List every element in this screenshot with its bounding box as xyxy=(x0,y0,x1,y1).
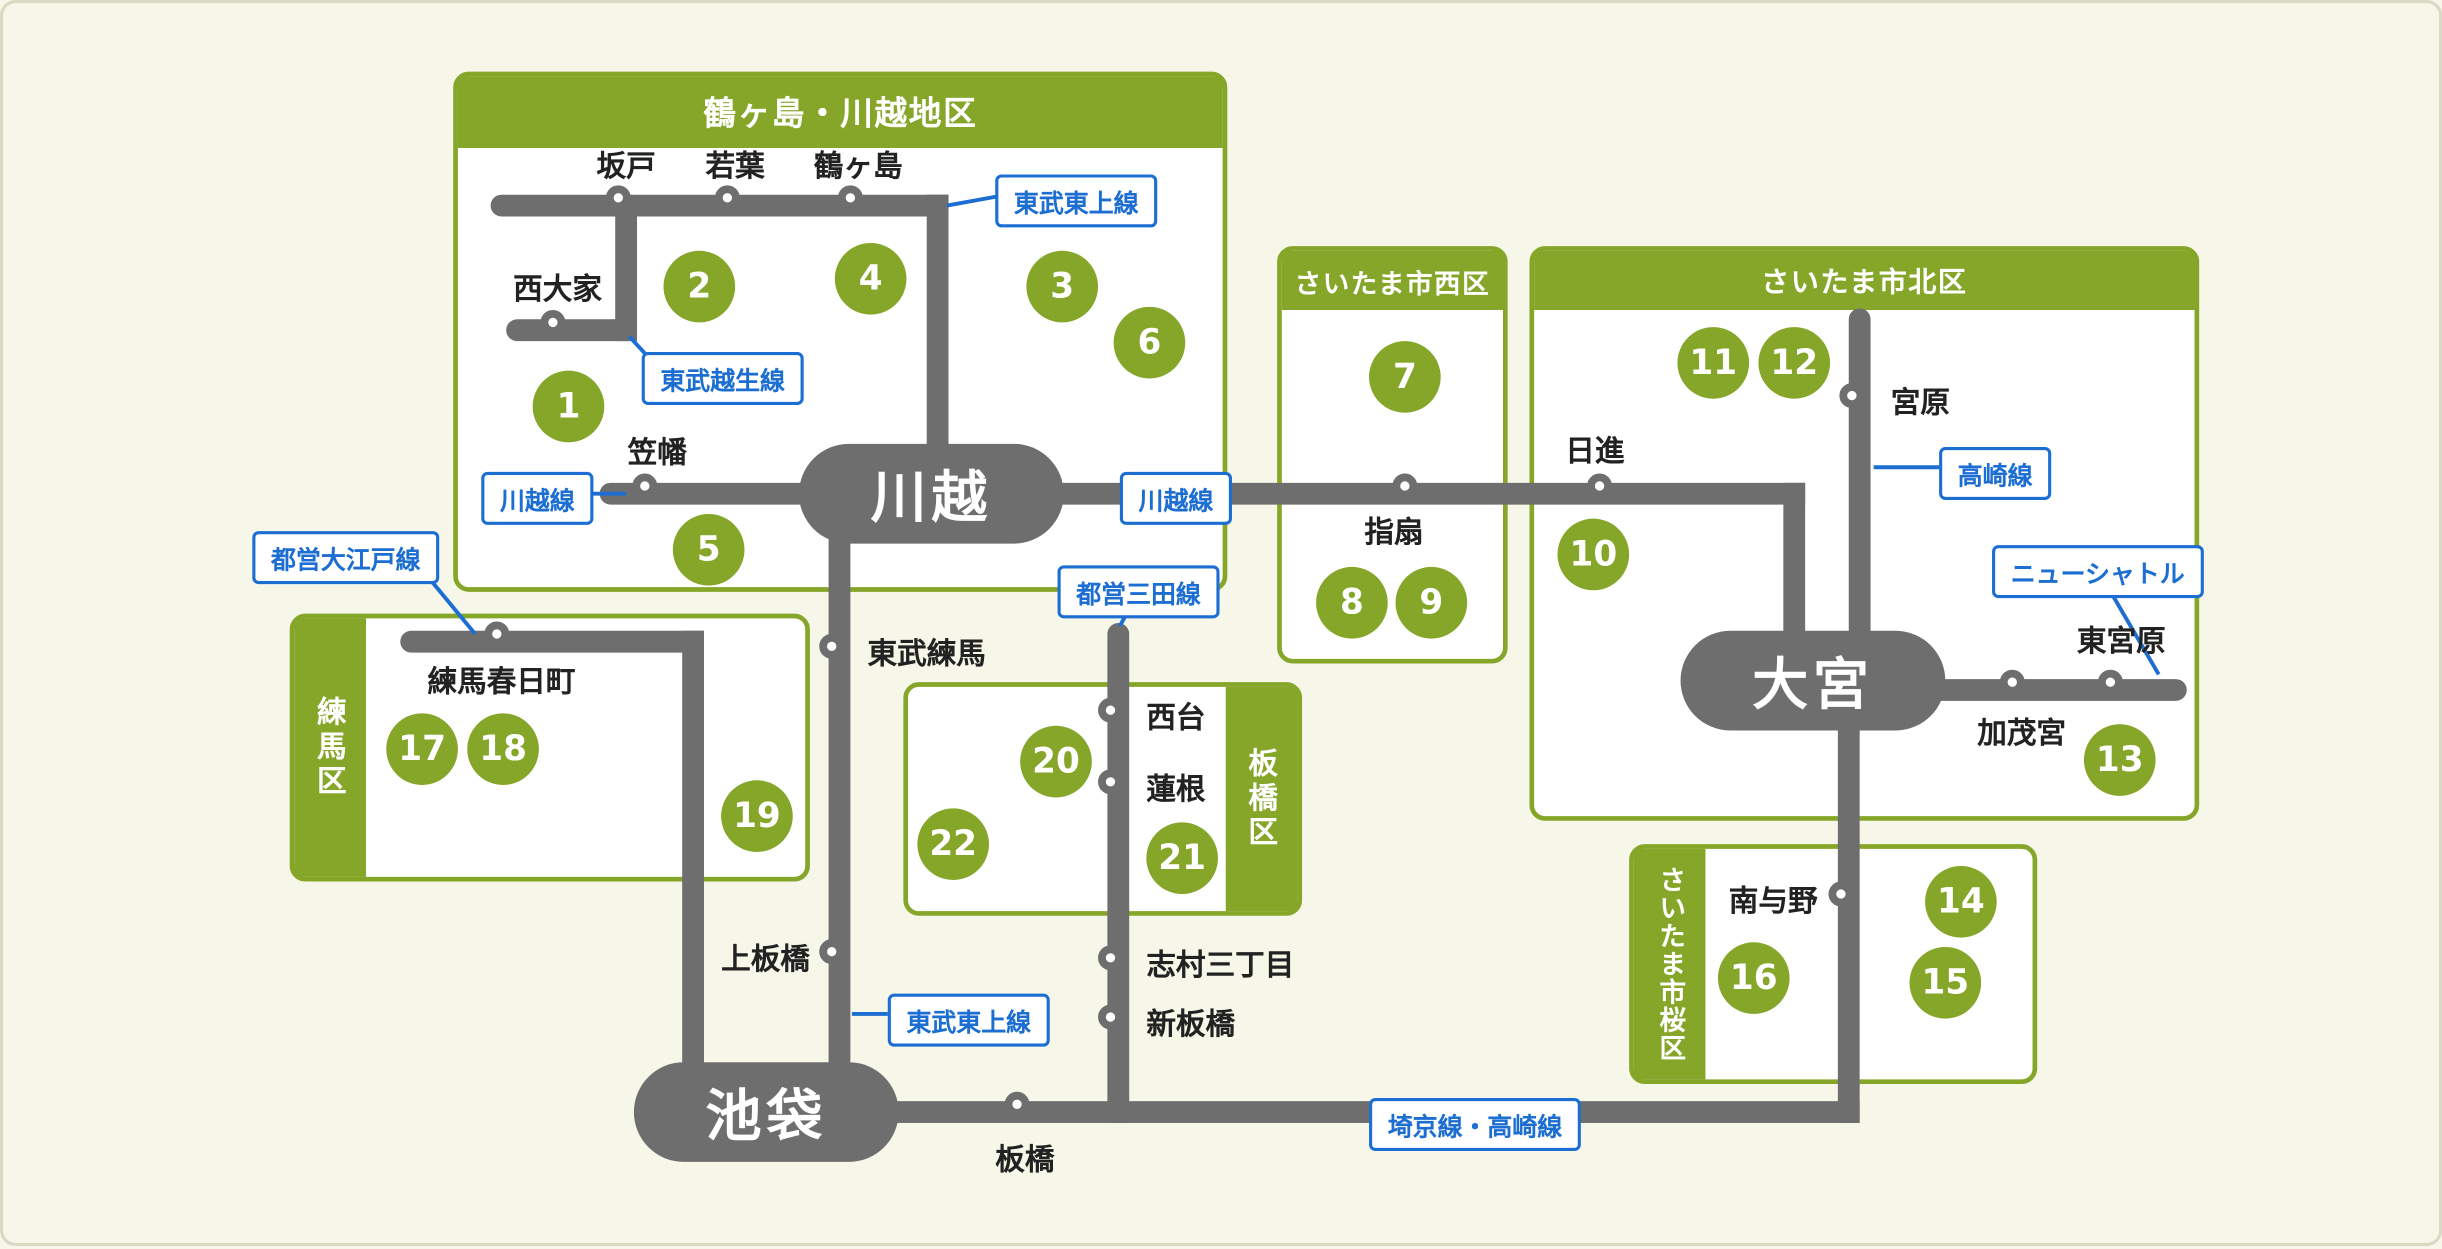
marker-13: 13 xyxy=(2083,724,2156,796)
rail-kawagoe-line-vertical xyxy=(1783,482,1806,642)
line-label-tobu-ogose: 東武越生線 xyxy=(641,351,804,405)
marker-6: 6 xyxy=(1113,306,1186,379)
station-dot-minami-yono xyxy=(1828,881,1854,907)
station-dot-tobu-nerima xyxy=(819,633,845,659)
rail-saikyo-vertical xyxy=(1837,711,1860,1123)
marker-10: 10 xyxy=(1557,518,1630,591)
marker-7: 7 xyxy=(1369,341,1441,413)
marker-20: 20 xyxy=(1020,725,1092,798)
rail-tobu-tojo-north-vertical xyxy=(926,194,949,476)
rail-tobu-ogose-horizontal xyxy=(506,319,638,342)
station-label-minami-yono: 南与野 xyxy=(1728,884,1818,919)
station-dot-miyahara xyxy=(1839,383,1865,409)
rail-toei-oedo-horizontal xyxy=(400,630,704,653)
station-label-itabashi: 板橋 xyxy=(995,1143,1055,1178)
station-label-kami-itabashi: 上板橋 xyxy=(721,942,810,977)
marker-21: 21 xyxy=(1146,822,1218,895)
station-label-sashiogi: 指扇 xyxy=(1364,515,1424,550)
station-dot-kamonomiya xyxy=(1999,669,2025,695)
station-label-nerima-kasugacho: 練馬春日町 xyxy=(427,665,576,700)
station-dot-itabashi xyxy=(1004,1091,1030,1117)
rail-toei-mita-vertical xyxy=(1107,623,1130,1123)
station-label-kasahata: 笠幡 xyxy=(627,436,687,471)
station-label-hasune: 蓮根 xyxy=(1146,772,1206,807)
station-label-shin-itabashi: 新板橋 xyxy=(1146,1007,1236,1042)
station-dot-shin-itabashi xyxy=(1098,1004,1123,1030)
station-dot-sakado xyxy=(605,185,631,211)
station-dot-wakaba xyxy=(714,185,740,211)
marker-16: 16 xyxy=(1717,942,1790,1014)
station-label-shimura-sanchome: 志村三丁目 xyxy=(1146,948,1295,983)
region-title-tsurugashima-kawagoe: 鶴ヶ島・川越地区 xyxy=(457,76,1223,148)
marker-22: 22 xyxy=(917,808,990,880)
marker-2: 2 xyxy=(663,250,736,323)
leader-tobu-tojo-north xyxy=(946,194,999,208)
region-nerima: 練馬区 xyxy=(289,613,810,882)
marker-18: 18 xyxy=(467,713,539,785)
station-label-nishi-oya: 西大家 xyxy=(513,272,602,307)
line-label-kawagoe-line-east: 川越線 xyxy=(1119,471,1233,525)
station-label-wakaba: 若葉 xyxy=(705,149,765,184)
station-dot-hasune xyxy=(1098,769,1123,795)
marker-17: 17 xyxy=(386,713,458,785)
region-title-saitama-kita: さいたま市北区 xyxy=(1534,250,2195,310)
line-label-toei-mita: 都営三田線 xyxy=(1057,565,1220,619)
station-label-tobu-nerima: 東武練馬 xyxy=(867,637,986,672)
hub-station-ikebukuro: 池袋 xyxy=(633,1062,899,1162)
marker-3: 3 xyxy=(1026,250,1099,323)
station-dot-tsurugashima xyxy=(837,185,863,211)
region-itabashi: 板橋区 xyxy=(903,682,1303,916)
station-dot-nishi-oya xyxy=(540,309,566,335)
station-label-higashi-miyahara: 東宮原 xyxy=(2076,624,2166,659)
region-title-itabashi: 板橋区 xyxy=(1225,686,1298,912)
leader-new-shuttle xyxy=(2107,587,2161,676)
station-label-sakado: 坂戸 xyxy=(596,149,656,184)
station-dot-nerima-kasugacho xyxy=(484,621,510,647)
station-dot-nishidai xyxy=(1098,697,1123,723)
station-dot-sashiogi xyxy=(1392,473,1418,499)
station-dot-shimura-sanchome xyxy=(1098,945,1123,971)
line-label-saikyo-takasaki: 埼京線・高崎線 xyxy=(1369,1098,1581,1151)
station-label-nishidai: 西台 xyxy=(1146,700,1206,736)
line-label-toei-oedo: 都営大江戸線 xyxy=(252,531,440,585)
station-label-miyahara: 宮原 xyxy=(1890,386,1951,421)
station-dot-kami-itabashi xyxy=(819,939,845,965)
line-label-tobu-tojo-south: 東武東上線 xyxy=(887,993,1050,1047)
station-label-nisshin: 日進 xyxy=(1565,434,1625,469)
station-dot-higashi-miyahara xyxy=(2097,669,2123,695)
marker-19: 19 xyxy=(721,780,793,852)
rail-tobu-ogose-vertical xyxy=(615,205,638,342)
hub-station-kawagoe: 川越 xyxy=(798,443,1064,544)
marker-14: 14 xyxy=(1925,865,1997,938)
hub-station-omiya: 大宮 xyxy=(1680,630,1946,731)
region-saitama-nishi: さいたま市西区 xyxy=(1277,246,1508,664)
rail-new-shuttle-horizontal xyxy=(1934,679,2187,701)
marker-12: 12 xyxy=(1758,327,1831,399)
station-label-kamonomiya: 加茂宮 xyxy=(1977,716,2067,751)
line-label-kawagoe-line-west: 川越線 xyxy=(481,471,594,525)
marker-8: 8 xyxy=(1316,566,1388,639)
rail-toei-oedo-vertical xyxy=(682,630,704,1086)
station-label-tsurugashima: 鶴ヶ島 xyxy=(813,149,903,184)
marker-5: 5 xyxy=(672,513,745,586)
region-title-saitama-sakura: さいたま市桜区 xyxy=(1633,848,1706,1080)
line-label-new-shuttle: ニューシャトル xyxy=(1992,545,2204,599)
marker-4: 4 xyxy=(834,242,907,315)
station-dot-kasahata xyxy=(632,473,658,499)
line-label-tobu-tojo-north: 東武東上線 xyxy=(995,174,1158,228)
marker-15: 15 xyxy=(1909,946,1982,1019)
line-label-takasaki: 高崎線 xyxy=(1939,447,2052,500)
region-title-nerima: 練馬区 xyxy=(294,618,367,877)
marker-1: 1 xyxy=(532,370,605,443)
marker-9: 9 xyxy=(1395,566,1468,639)
region-title-saitama-nishi: さいたま市西区 xyxy=(1281,250,1503,310)
station-dot-nisshin xyxy=(1587,473,1613,499)
marker-11: 11 xyxy=(1677,327,1750,399)
